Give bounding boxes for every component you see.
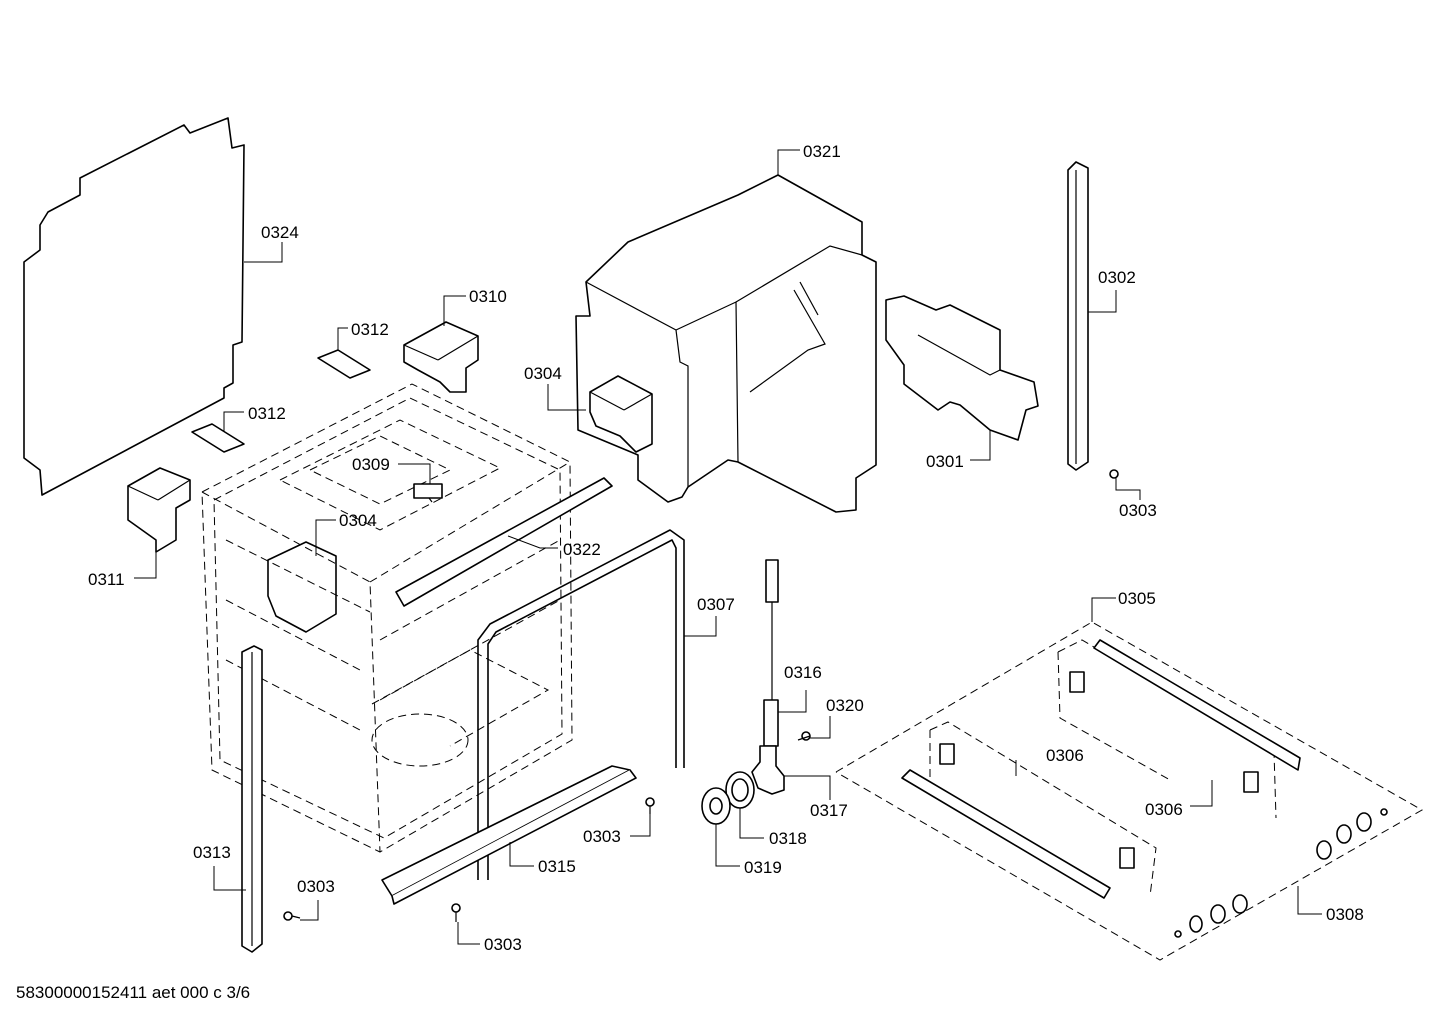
part-0324-panel xyxy=(23,117,283,496)
part-0312-plate-upper xyxy=(317,327,371,379)
part-0313-strip xyxy=(213,645,263,953)
label-0303-bottom-left: 0303 xyxy=(297,877,335,896)
part-0317-elbow xyxy=(751,745,831,800)
label-0320: 0320 xyxy=(826,696,864,715)
label-0303-bottom: 0303 xyxy=(484,935,522,954)
label-0303-center: 0303 xyxy=(583,827,621,846)
part-0319-nut xyxy=(701,787,740,867)
part-0315-strip xyxy=(381,765,637,905)
label-0303-right: 0303 xyxy=(1119,501,1157,520)
label-0304-left: 0304 xyxy=(339,511,377,530)
part-0312-plate-lower xyxy=(191,411,245,453)
part-0304-bracket-right xyxy=(547,375,653,453)
label-0306-upper: 0306 xyxy=(1046,746,1084,765)
part-0310-clip xyxy=(403,295,479,393)
label-0305: 0305 xyxy=(1118,589,1156,608)
label-0307: 0307 xyxy=(697,595,735,614)
part-0303-screw-right xyxy=(1109,469,1141,500)
label-0309: 0309 xyxy=(352,455,390,474)
label-0311: 0311 xyxy=(88,570,125,589)
label-0308: 0308 xyxy=(1326,905,1364,924)
part-0320-screw xyxy=(797,716,831,741)
label-0318: 0318 xyxy=(769,829,807,848)
label-0321: 0321 xyxy=(803,142,841,161)
part-0318-ring xyxy=(725,771,764,839)
part-0311-clip xyxy=(127,467,191,579)
label-0301: 0301 xyxy=(926,452,964,471)
part-0308-fittings xyxy=(1174,808,1388,938)
part-0316-hose xyxy=(763,559,807,747)
part-0304-bracket-left xyxy=(267,519,337,633)
label-0312-upper: 0312 xyxy=(351,320,389,339)
label-0312-lower: 0312 xyxy=(248,404,286,423)
label-0310: 0310 xyxy=(469,287,507,306)
part-0303-screw-bottom-left xyxy=(283,900,319,921)
footer-code: 58300000152411 aet 000 c 3/6 xyxy=(16,983,250,1002)
label-0313: 0313 xyxy=(193,843,231,862)
label-0306-lower: 0306 xyxy=(1145,800,1183,819)
label-0315: 0315 xyxy=(538,857,576,876)
part-0322-rail xyxy=(395,477,613,607)
part-0321-hood xyxy=(575,149,877,513)
label-0322: 0322 xyxy=(563,540,601,559)
tub-outline xyxy=(201,383,573,853)
part-0301-bracket xyxy=(885,295,1039,461)
label-0304-right: 0304 xyxy=(524,364,562,383)
label-0324: 0324 xyxy=(261,223,299,242)
label-0302: 0302 xyxy=(1098,268,1136,287)
part-0303-screw-center xyxy=(630,797,655,837)
part-0302-strip xyxy=(1067,161,1117,471)
label-0316: 0316 xyxy=(784,663,822,682)
label-0317: 0317 xyxy=(810,801,848,820)
part-0303-screw-bottom xyxy=(451,903,480,945)
part-0307-seal xyxy=(477,529,717,880)
label-0319: 0319 xyxy=(744,858,782,877)
part-0305-rail xyxy=(901,639,1301,899)
part-0306-clips xyxy=(939,671,1259,869)
